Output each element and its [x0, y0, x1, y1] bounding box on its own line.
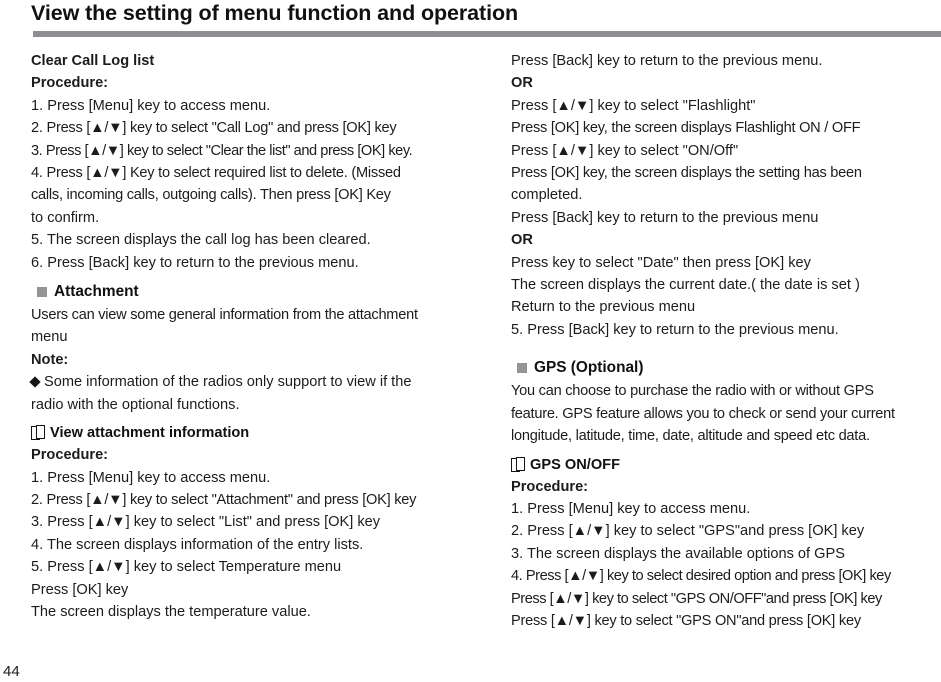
page-title: View the setting of menu function and op…: [31, 1, 519, 25]
square-bullet-icon: [37, 287, 47, 298]
two-column-body: Clear Call Log list Procedure: 1. Press …: [0, 50, 941, 670]
step-line: 2. Press [▲/▼] key to select "Call Log" …: [31, 120, 397, 137]
step-line: 2. Press [▲/▼] key to select "GPS"and pr…: [511, 523, 865, 540]
step-line: 5. The screen displays the call log has …: [31, 232, 371, 249]
step-line: 4. Press [▲/▼] Key to select required li…: [31, 165, 401, 182]
label-procedure-2: Procedure:: [31, 447, 109, 464]
step-line: 4. Press [▲/▼] key to select desired opt…: [511, 568, 891, 585]
spacer: [511, 341, 941, 356]
body-line: Press [▲/▼] key to select "Flashlight": [511, 97, 756, 114]
step-line: 4. The screen displays information of th…: [31, 536, 364, 553]
step-line: calls, incoming calls, outgoing calls). …: [31, 187, 391, 204]
sub-heading-view-attachment-information: View attachment information: [31, 422, 483, 444]
step-line: 3. The screen displays the available opt…: [511, 545, 845, 562]
body-line: Return to the previous menu: [511, 299, 696, 316]
body-line: completed.: [511, 187, 583, 204]
body-line: Users can view some general information …: [31, 307, 418, 324]
body-line: longitude, latitude, time, date, altitud…: [511, 428, 870, 445]
sub-heading-gps-on-off: GPS ON/OFF: [511, 454, 941, 476]
step-line: 5. Press [▲/▼] key to select Temperature…: [31, 559, 342, 576]
body-line: 5. Press [Back] key to return to the pre…: [511, 321, 839, 338]
body-line: menu: [31, 329, 68, 346]
header-divider-rule: [33, 31, 941, 37]
body-line: Press [OK] key, the screen displays the …: [511, 165, 862, 182]
body-line: Press [Back] key to return to the previo…: [511, 53, 823, 69]
diamond-bullet-icon: [29, 376, 41, 388]
step-line: 3. Press [▲/▼] key to select "List" and …: [31, 514, 381, 531]
label-procedure-1: Procedure:: [31, 75, 109, 92]
page-number: 44: [3, 663, 20, 680]
sub-heading-label: GPS ON/OFF: [530, 456, 620, 473]
step-line: 1. Press [Menu] key to access menu.: [511, 500, 751, 517]
body-line: Press [Back] key to return to the previo…: [511, 209, 819, 226]
square-bullet-icon: [517, 363, 527, 374]
section-heading-label: Attachment: [54, 283, 139, 301]
step-line: to confirm.: [31, 209, 100, 226]
label-procedure-3: Procedure:: [511, 478, 589, 495]
label-or-2: OR: [511, 232, 533, 249]
note-line: radio with the optional functions.: [31, 396, 240, 413]
sub-heading-label: View attachment information: [50, 425, 250, 442]
stacked-pages-icon: [511, 456, 526, 473]
section-heading-gps-optional: GPS (Optional): [517, 356, 941, 380]
body-line: Press key to select "Date" then press [O…: [511, 254, 811, 271]
left-column: Clear Call Log list Procedure: 1. Press …: [29, 50, 483, 623]
step-line: Press [▲/▼] key to select "GPS ON/OFF"an…: [511, 590, 882, 607]
body-line: feature. GPS feature allows you to check…: [511, 405, 895, 422]
section-heading-label: GPS (Optional): [534, 359, 644, 377]
heading-clear-call-log: Clear Call Log list: [31, 53, 155, 69]
step-line: Press [▲/▼] key to select "GPS ON"and pr…: [511, 612, 861, 629]
step-line: The screen displays the temperature valu…: [31, 603, 311, 620]
step-line: 1. Press [Menu] key to access menu.: [31, 469, 271, 486]
label-note: Note:: [31, 351, 69, 368]
right-column: Press [Back] key to return to the previo…: [511, 50, 941, 632]
section-heading-attachment: Attachment: [37, 280, 483, 304]
step-line: 1. Press [Menu] key to access menu.: [31, 97, 271, 114]
label-or-1: OR: [511, 75, 533, 92]
body-line: Press [▲/▼] key to select "ON/Off": [511, 142, 739, 159]
step-line: 3. Press [▲/▼] key to select "Clear the …: [31, 142, 413, 159]
body-line: You can choose to purchase the radio wit…: [511, 383, 874, 400]
body-line: The screen displays the current date.( t…: [511, 277, 860, 294]
note-text: Some information of the radios only supp…: [44, 374, 412, 391]
stacked-pages-icon: [31, 425, 46, 441]
body-line: Press [OK] key, the screen displays Flas…: [511, 120, 861, 137]
step-line: Press [OK] key: [31, 581, 129, 598]
step-line: 2. Press [▲/▼] key to select "Attachment…: [31, 491, 417, 508]
note-line: Some information of the radios only supp…: [29, 371, 483, 393]
step-line: 6. Press [Back] key to return to the pre…: [31, 254, 359, 271]
